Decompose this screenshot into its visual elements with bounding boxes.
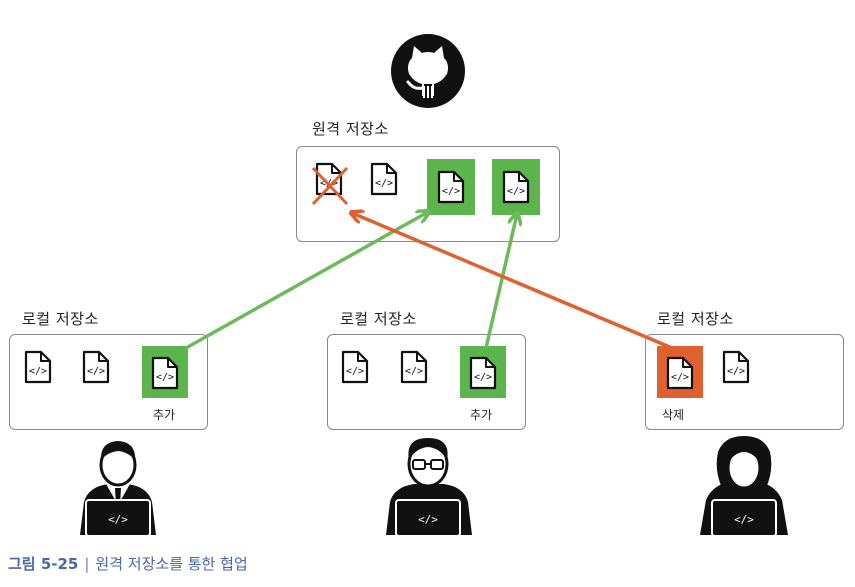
local-repo-label-2: 로컬 저장소 [340,310,417,328]
github-octocat-icon [391,34,465,108]
added-label-2: 추가 [470,408,493,422]
deleted-label: 삭제 [662,408,685,422]
delete-arrow-local3 [352,213,673,350]
woman-user-icon: </> [700,436,788,537]
businessman-user-icon: </> [80,441,156,537]
local2-file-1 [341,350,369,384]
figure-number: 그림 5-25 [8,555,79,573]
local-repo-label-3: 로컬 저장소 [657,310,734,328]
caption-separator: | [84,555,90,573]
added-label-1: 추가 [153,408,176,422]
push-arrow-local1 [185,212,428,350]
remote-file-added-2 [502,170,530,204]
svg-text:</>: </> [108,513,128,526]
local-repo-label-1: 로컬 저장소 [22,310,99,328]
remote-repo-label: 원격 저장소 [312,120,389,138]
svg-text:</>: </> [418,513,438,526]
remote-file-added-1 [437,170,465,204]
remote-file-deleted [311,162,349,206]
local1-file-added [151,356,179,390]
remote-file [370,162,398,196]
local3-file-deleted [666,356,694,390]
svg-text:</>: </> [734,513,754,526]
push-arrow-local2 [484,214,517,349]
local1-file-1 [24,350,52,384]
caption-text: 원격 저장소를 통한 협업 [95,555,248,573]
local2-file-2 [400,350,428,384]
glasses-user-icon: </> [386,438,472,537]
figure-caption: 그림 5-25 | 원격 저장소를 통한 협업 [8,553,248,574]
local3-file-2 [722,350,750,384]
local2-file-added [469,356,497,390]
local1-file-2 [82,350,110,384]
